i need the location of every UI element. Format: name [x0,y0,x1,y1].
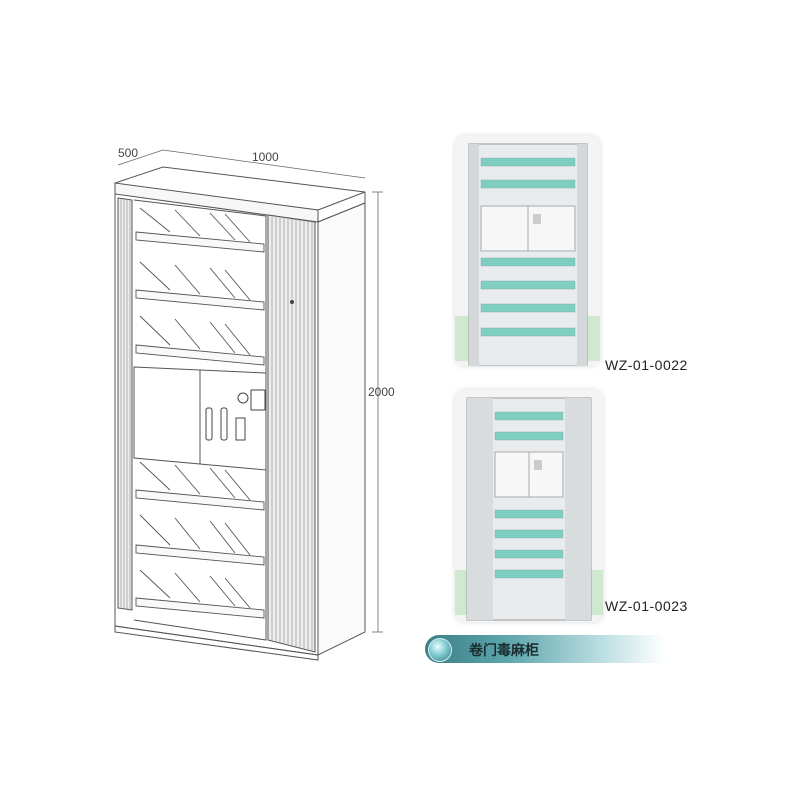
cabinet-image-2 [455,397,603,621]
banner-bullet-icon [428,638,452,662]
product-photo-2 [455,390,603,622]
product-model-2: WZ-01-0023 [605,598,688,614]
depth-dimension-label: 500 [118,146,139,160]
product-photo-1 [455,136,600,367]
banner-title: 卷门毒麻柜 [469,643,539,659]
width-dimension-label: 1000 [252,150,279,164]
cabinet-image-1 [455,143,600,367]
product-model-1: WZ-01-0022 [605,357,688,373]
height-dimension-label: 2000 [368,385,395,399]
product-banner: 卷门毒麻柜 [425,635,665,663]
